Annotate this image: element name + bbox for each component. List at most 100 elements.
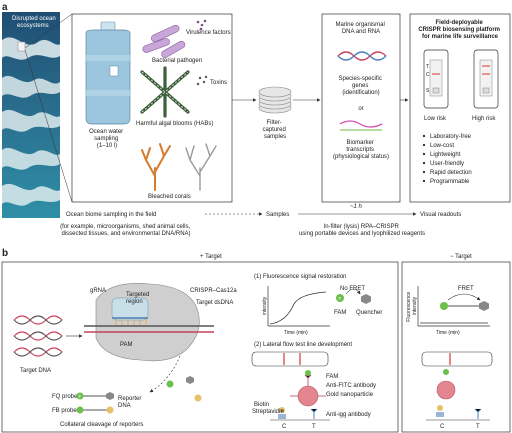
feature-list: Laboratory-freeLow-costLightweightUser-f…: [422, 134, 472, 185]
targeted-region-label: Targeted region: [126, 292, 151, 305]
field-caption: (for example, microorganisms, shed anima…: [60, 224, 192, 237]
neg-fam-on-particle: [443, 369, 449, 375]
rpa-caption: In-filter (lysis) RPA–CRISPR using porta…: [299, 224, 425, 237]
strip-letters: T C S: [426, 64, 431, 94]
strip-t-label: T: [312, 424, 316, 430]
filter-stack-icon: [258, 86, 292, 114]
fq-quencher-marker: [106, 392, 114, 400]
feature-bullet: [422, 170, 426, 174]
feature-item: Rapid detection: [430, 170, 472, 176]
fb-probe-label: FB probe: [52, 408, 77, 414]
fq-fam-letter: F: [79, 394, 82, 399]
neg-quencher-marker: [479, 301, 489, 311]
panel-a-letter: a: [2, 2, 8, 13]
feature-item: Low-cost: [430, 143, 454, 149]
quencher-marker: [361, 294, 371, 304]
or-label: or: [358, 106, 363, 112]
filter-label: Filter- captured samples: [262, 120, 287, 140]
dsdna-label: Target dsDNA: [196, 300, 233, 306]
strip-c-label: C: [282, 424, 287, 430]
fb-fam-marker: [76, 406, 84, 414]
neg-fam-marker: [440, 302, 448, 310]
fluor-curve-plus: [269, 291, 327, 325]
fam-marker: [336, 294, 344, 302]
water-bottle: [85, 21, 131, 125]
panel-b-letter: b: [2, 248, 8, 259]
fb-biotin-marker: [106, 406, 114, 414]
plus-target-box: [1, 261, 399, 433]
strip-high-risk: [473, 49, 499, 109]
strip-low-risk: [423, 49, 449, 109]
biotin-letter: B: [281, 408, 284, 413]
ocean-label: Disrupted ocean ecosystems: [12, 16, 57, 29]
gold-nanoparticle: [297, 385, 319, 407]
ocean-photo: [2, 12, 60, 218]
base-pairs: [115, 319, 147, 325]
low-risk-label: Low risk: [424, 116, 447, 122]
fam2-label: FAM: [326, 374, 338, 380]
rna-icon: [339, 120, 383, 128]
pam-label: PAM: [120, 342, 133, 348]
coral-orange-icon: [141, 143, 171, 191]
fret-arrow: [447, 293, 481, 301]
anti-igg-label: Anti-igg antibody: [326, 412, 371, 418]
feature-bullet: [422, 143, 426, 147]
virulence-factors-icon: [196, 19, 207, 31]
grna-label: gRNA: [90, 288, 106, 294]
fam-label: FAM: [334, 310, 346, 316]
neg-lateral-strip: [421, 351, 493, 367]
flow-label-samples: Samples: [266, 212, 289, 218]
minus-target-label: − Target: [450, 254, 472, 260]
fam-marker-letter: F: [339, 296, 342, 301]
feature-bullet: [422, 161, 426, 165]
targeted-region-box: [111, 297, 149, 321]
species-label: Species-specific genes (identification): [338, 76, 383, 96]
feature-bullet: [422, 134, 426, 138]
biotin-label: Biotin: [254, 402, 269, 408]
fret-label: FRET: [458, 286, 474, 292]
neg-streptavidin-block: [436, 412, 444, 417]
fq-probe-label: FQ probe: [52, 394, 78, 400]
cleaved-fragments: [166, 376, 202, 402]
fluor-title: (1) Fluorescence signal restoration: [254, 274, 346, 280]
cas12a-label: CRISPR–Cas12a: [190, 288, 237, 294]
neg-anti-igg-antibody: [474, 408, 482, 419]
feature-item: Lightweight: [430, 152, 461, 158]
fq-fam-marker: [76, 392, 84, 400]
anti-fitc-antibody: [290, 374, 326, 397]
feature-item: Programmable: [430, 179, 470, 185]
fluor-axis-label-2: intensity: [262, 296, 268, 315]
corals-label: Bleached corals: [148, 194, 191, 200]
cleavage-arrow: [149, 355, 181, 393]
zoom-line-top: [24, 13, 73, 49]
feature-bullet: [422, 152, 426, 156]
sampling-box: [71, 13, 233, 203]
field-title: Field-deployable CRISPR biosensing platf…: [418, 20, 501, 40]
plus-target-label: + Target: [200, 254, 222, 260]
field-box: [409, 13, 511, 203]
neg-biotin-marker: [437, 405, 443, 411]
biotin-marker: [279, 407, 285, 413]
neg-strip-c-label: C: [440, 424, 445, 430]
biomarker-label: Biomarker transcripts (physiological sta…: [333, 140, 389, 160]
feature-item: User-friendly: [430, 161, 464, 167]
coral-bleached-icon: [185, 143, 217, 191]
dna-helix-icon: [337, 51, 387, 61]
feature-item: Laboratory-free: [430, 134, 472, 140]
flow-label-readouts: Visual readouts: [420, 212, 461, 218]
marine-box: [321, 13, 401, 203]
anti-igg-antibody: [310, 408, 318, 419]
neg-time-axis-label: Time (min): [436, 330, 460, 336]
flow-label-time: ~1 h: [350, 204, 363, 210]
toxins-label: Toxins: [210, 80, 227, 86]
reporter-dna-label: Reporter DNA: [118, 396, 143, 409]
target-dna-icon: [13, 315, 63, 357]
neg-gold-nanoparticle: [436, 380, 456, 400]
zoom-line-bottom: [24, 49, 73, 203]
toxins-icon: [196, 75, 208, 86]
no-fret-arrow: [345, 288, 361, 295]
collateral-label: Collateral cleavage of reporters: [60, 422, 143, 428]
neg-strip-t-label: T: [476, 424, 480, 430]
bacteria-icon: [142, 24, 186, 58]
